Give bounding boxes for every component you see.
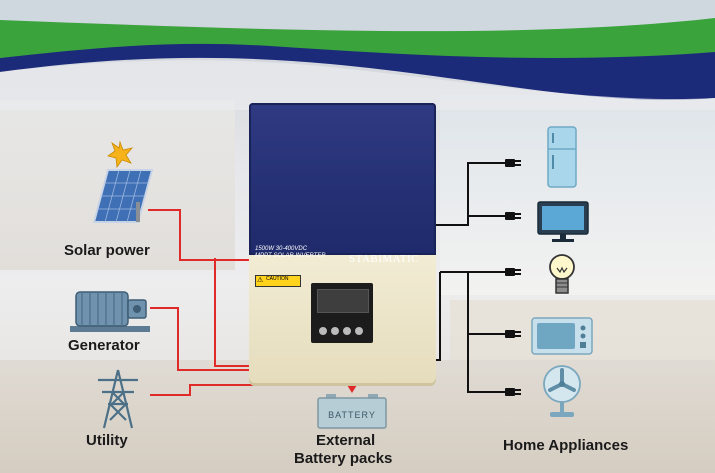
generator-icon: [70, 291, 150, 332]
inverter-model-text: 1500W 30-400VDC MPPT SOLAR INVERTER: [255, 246, 335, 260]
caution-text: CAUTION: [266, 276, 289, 282]
control-button-4[interactable]: [355, 327, 363, 335]
lcd-display: [317, 289, 369, 313]
plug-icon: [505, 159, 521, 396]
battery-icon: BATTERY: [317, 394, 387, 429]
background-window: [440, 95, 715, 295]
inverter-model-line1: 1500W 30-400VDC: [255, 246, 308, 252]
solar-power-label: Solar power: [64, 242, 150, 259]
warning-icon: ⚠: [257, 277, 264, 284]
home-appliances-label: Home Appliances: [503, 437, 629, 454]
inverter-model-line2: MPPT SOLAR INVERTER: [255, 253, 326, 259]
refrigerator-icon: [547, 126, 577, 188]
power-tower-icon: [98, 369, 138, 429]
appliance-top-wire: [436, 162, 505, 226]
microwave-icon: [531, 317, 593, 355]
appliance-lower-wire: [440, 271, 505, 393]
solar-wire: [148, 209, 249, 261]
battery-label-line2: Battery packs: [294, 450, 393, 467]
solar-inverter: 1500W 30-400VDC MPPT SOLAR INVERTER STAB…: [249, 103, 436, 386]
battery-arrow-head: [347, 385, 357, 393]
inverter-top-panel: [249, 103, 436, 255]
battery-icon-text: BATTERY: [328, 410, 376, 420]
television-icon: [537, 201, 589, 242]
inverter-brand: STABIMATIC: [349, 253, 420, 265]
banner-swoosh: [0, 0, 715, 110]
generator-label: Generator: [68, 337, 140, 354]
solar-panel-icon: [92, 140, 154, 223]
inverter-control-panel: [311, 283, 373, 343]
battery-label-line1: External: [316, 432, 376, 449]
control-button-1[interactable]: [319, 327, 327, 335]
utility-label: Utility: [86, 432, 128, 449]
caution-label: ⚠ CAUTION: [255, 275, 301, 287]
light-bulb-icon: [549, 254, 575, 294]
control-button-2[interactable]: [331, 327, 339, 335]
control-button-3[interactable]: [343, 327, 351, 335]
fan-icon: [543, 365, 581, 417]
